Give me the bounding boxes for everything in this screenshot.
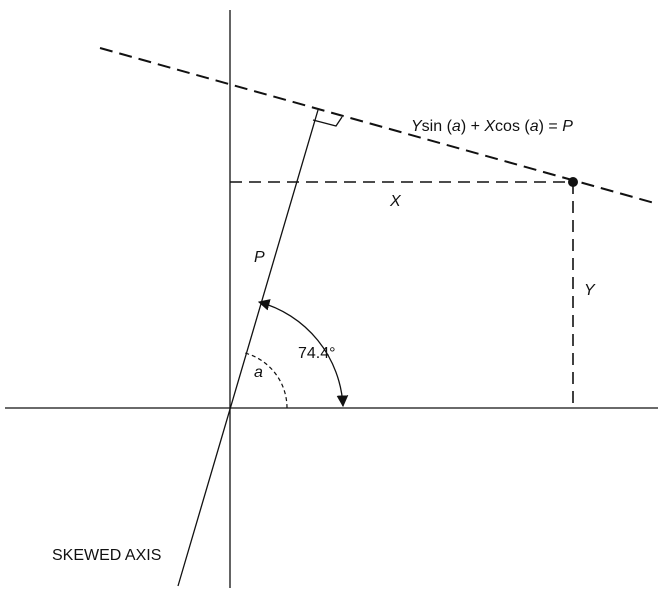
p-distance-label: P (254, 249, 265, 266)
angle-a-label: a (254, 364, 263, 381)
skewed-axis-label: SKEWED AXIS (52, 547, 161, 564)
line-equation-label: Ysin (a) + Xcos (a) = P (411, 118, 573, 135)
angle-74-arc (257, 299, 349, 408)
intersection-point (568, 177, 578, 187)
angle-a-arc (244, 352, 288, 409)
skewed-axis-line (177, 109, 319, 587)
dashed-line-p (99, 47, 659, 205)
y-distance-label: Y (584, 282, 596, 299)
angle-value-label: 74.4° (298, 345, 336, 362)
right-angle-marker (312, 116, 343, 127)
x-distance-label: X (389, 193, 402, 210)
